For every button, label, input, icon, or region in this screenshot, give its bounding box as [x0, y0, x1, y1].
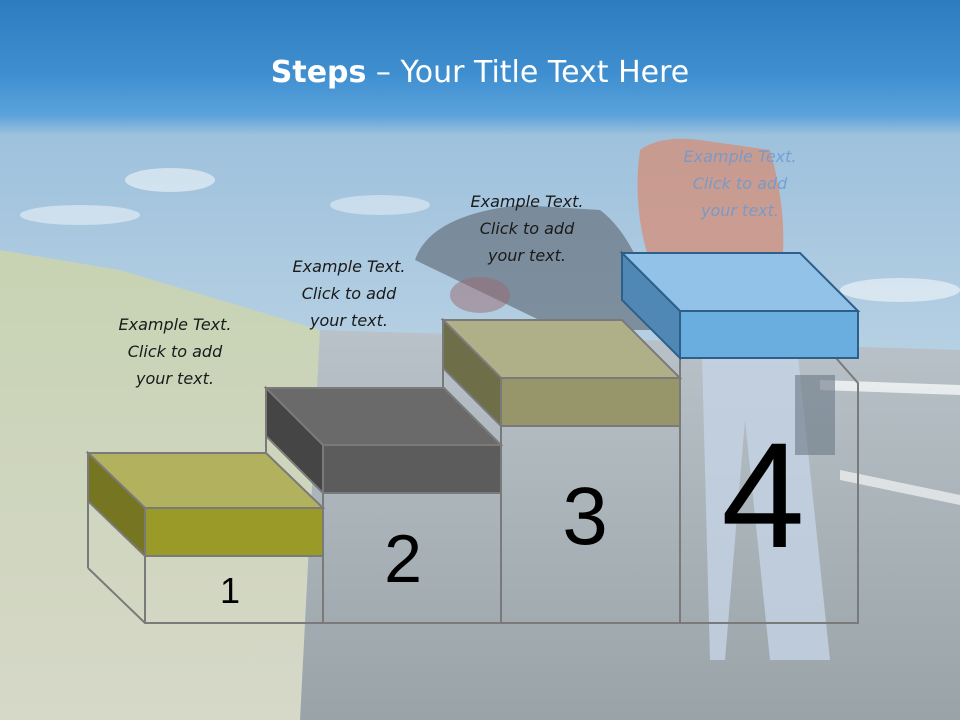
caption-line: Click to add — [692, 174, 788, 193]
caption-line: your text. — [700, 201, 779, 220]
step-3-number: 3 — [562, 471, 608, 562]
step-1-number: 1 — [219, 570, 241, 611]
caption-line: Example Text. — [118, 315, 232, 334]
caption-line: Click to add — [301, 284, 397, 303]
step-4-block[interactable] — [619, 250, 861, 361]
caption-line: your text. — [309, 311, 388, 330]
step-1-caption[interactable]: Example Text. Click to add your text. — [95, 311, 255, 392]
title-bold: Steps — [270, 55, 367, 90]
caption-line: your text. — [135, 369, 214, 388]
slide-title[interactable]: Steps – Your Title Text Here — [0, 55, 960, 90]
step-2-caption[interactable]: Example Text. Click to add your text. — [269, 253, 429, 334]
step-4-number: 4 — [721, 411, 805, 579]
step-2-number: 2 — [384, 521, 422, 597]
caption-line: Click to add — [127, 342, 223, 361]
step-3-caption[interactable]: Example Text. Click to add your text. — [447, 188, 607, 269]
caption-line: Example Text. — [470, 192, 584, 211]
caption-line: Example Text. — [683, 147, 797, 166]
title-band — [0, 0, 960, 135]
caption-line: Click to add — [479, 219, 575, 238]
step-1-block[interactable] — [85, 450, 326, 559]
step-2-block[interactable] — [263, 385, 504, 496]
step-3-block[interactable] — [440, 317, 683, 429]
caption-line: your text. — [487, 246, 566, 265]
title-rest: – Your Title Text Here — [366, 55, 690, 90]
caption-line: Example Text. — [292, 257, 406, 276]
step-4-caption[interactable]: Example Text. Click to add your text. — [660, 143, 820, 224]
